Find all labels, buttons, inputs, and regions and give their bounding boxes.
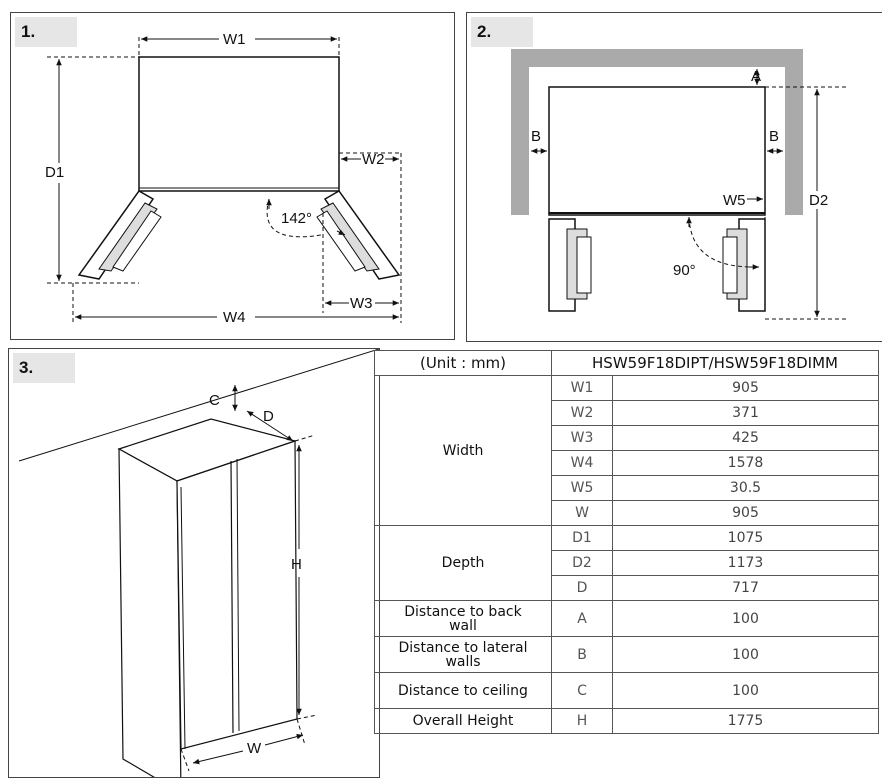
category-back-wall: Distance to back wall bbox=[374, 600, 552, 637]
table-row: W2 371 bbox=[375, 400, 879, 426]
value-cell: 905 bbox=[612, 500, 879, 526]
table-row: Width W1 905 bbox=[374, 375, 879, 526]
value-cell: 1578 bbox=[612, 450, 879, 476]
value-cell: 1173 bbox=[612, 550, 879, 576]
panel-3-ceiling-clearance-perspective: 3. bbox=[8, 348, 380, 778]
code-cell: W5 bbox=[551, 475, 613, 501]
table-row: Distance to back wall A 100 bbox=[374, 600, 879, 637]
code-cell: W4 bbox=[551, 450, 613, 476]
value-cell: 1775 bbox=[612, 708, 879, 734]
label-w2: W2 bbox=[362, 151, 385, 168]
table-header-row: (Unit : mm) HSW59F18DIPT/HSW59F18DIMM bbox=[374, 350, 879, 376]
table-row: Distance to ceiling C 100 bbox=[374, 672, 879, 709]
value-cell: 425 bbox=[612, 425, 879, 451]
value-cell: 905 bbox=[612, 375, 879, 401]
wall-outline bbox=[511, 49, 803, 215]
label-d2: D2 bbox=[809, 192, 828, 209]
unit-header: (Unit : mm) bbox=[374, 350, 552, 376]
table-row: W4 1578 bbox=[375, 450, 879, 476]
diagram-3-svg: C D H W bbox=[18, 349, 379, 777]
label-b-left: B bbox=[531, 128, 541, 145]
table-row: Overall Height H 1775 bbox=[374, 708, 879, 734]
label-angle-90: 90° bbox=[673, 262, 696, 279]
label-angle-142: 142° bbox=[281, 210, 312, 227]
dimensions-table: (Unit : mm) HSW59F18DIPT/HSW59F18DIMM Wi… bbox=[374, 350, 879, 734]
diagram-1-svg: W1 D1 W2 W3 W4 142° bbox=[45, 31, 402, 326]
panel-number: 3. bbox=[13, 353, 75, 383]
code-cell: C bbox=[551, 672, 613, 709]
left-door-open-90 bbox=[548, 218, 592, 312]
label-a: A bbox=[751, 68, 761, 85]
value-cell: 100 bbox=[612, 636, 879, 673]
label-h: H bbox=[291, 556, 302, 573]
category-depth: Depth bbox=[374, 525, 552, 601]
panel-number: 2. bbox=[471, 17, 533, 47]
label-c: C bbox=[209, 392, 220, 409]
code-cell: W2 bbox=[551, 400, 613, 426]
ceiling-line bbox=[18, 349, 379, 462]
diagram-2-svg: A B B W5 D2 90° bbox=[511, 49, 847, 320]
label-w3: W3 bbox=[350, 295, 373, 312]
label-b-right: B bbox=[769, 128, 779, 145]
left-door-open bbox=[77, 190, 162, 280]
code-cell: W1 bbox=[551, 375, 613, 401]
category-overall-height: Overall Height bbox=[374, 708, 552, 734]
category-width: Width bbox=[374, 375, 552, 526]
table-row: W3 425 bbox=[375, 425, 879, 451]
fridge-perspective bbox=[117, 418, 298, 777]
code-cell: H bbox=[551, 708, 613, 734]
code-cell: D bbox=[551, 575, 613, 601]
code-cell: B bbox=[551, 636, 613, 673]
fridge-body-top-view bbox=[138, 56, 340, 192]
panel-1-door-opening-top-view: 1. bbox=[10, 12, 455, 340]
label-w1: W1 bbox=[223, 31, 246, 48]
label-w4: W4 bbox=[223, 309, 246, 326]
model-header: HSW59F18DIPT/HSW59F18DIMM bbox=[551, 350, 879, 376]
code-cell: W3 bbox=[551, 425, 613, 451]
code-cell: D1 bbox=[551, 525, 613, 551]
value-cell: 30.5 bbox=[612, 475, 879, 501]
table-row: W5 30.5 bbox=[375, 475, 879, 501]
value-cell: 100 bbox=[612, 672, 879, 709]
label-w5: W5 bbox=[723, 192, 746, 209]
right-door-open-90 bbox=[722, 218, 766, 312]
value-cell: 717 bbox=[612, 575, 879, 601]
value-cell: 371 bbox=[612, 400, 879, 426]
code-cell: D2 bbox=[551, 550, 613, 576]
right-door-open bbox=[316, 190, 401, 280]
fridge-body-top-view bbox=[548, 86, 766, 216]
value-cell: 100 bbox=[612, 600, 879, 637]
category-lateral-walls: Distance to lateral walls bbox=[374, 636, 552, 673]
panel-number: 1. bbox=[15, 17, 77, 47]
label-d1: D1 bbox=[45, 164, 64, 181]
label-d: D bbox=[263, 408, 274, 425]
value-cell: 1075 bbox=[612, 525, 879, 551]
table-row: Distance to lateral walls B 100 bbox=[374, 636, 879, 673]
panel-2-wall-clearance-top-view: 2. bbox=[466, 12, 882, 342]
code-cell: A bbox=[551, 600, 613, 637]
label-w: W bbox=[247, 740, 262, 757]
category-ceiling: Distance to ceiling bbox=[374, 672, 552, 709]
code-cell: W bbox=[551, 500, 613, 526]
table-row: Depth D1 1075 bbox=[374, 525, 879, 601]
